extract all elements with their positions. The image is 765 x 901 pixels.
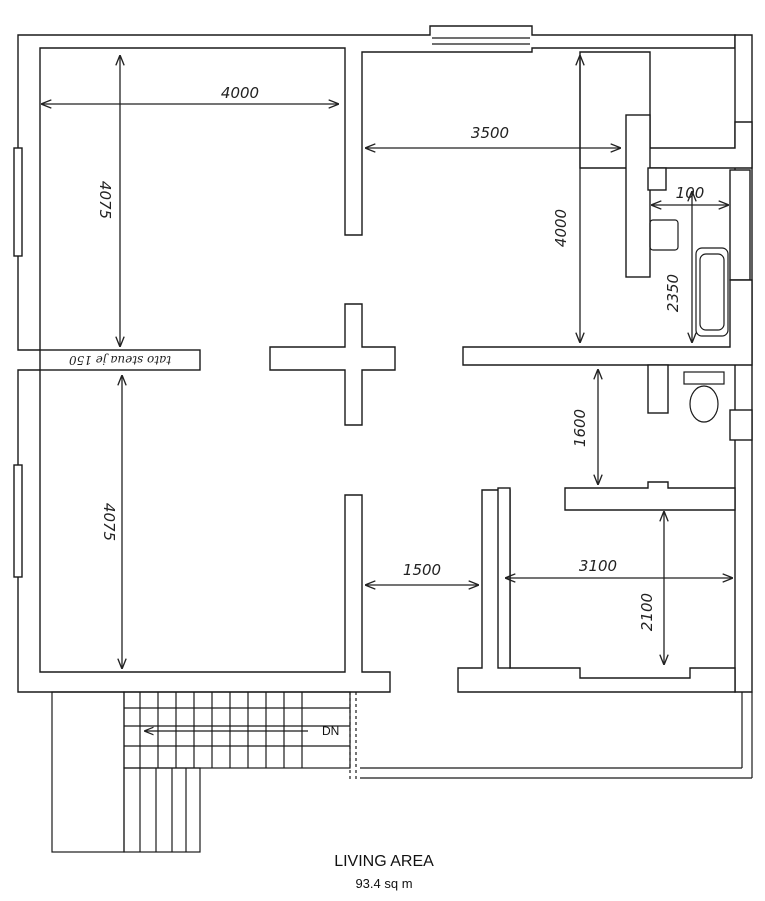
stair-label: DN — [322, 724, 339, 738]
dim-3100: 3100 — [579, 557, 617, 575]
dim-4000-right: 4000 — [552, 209, 570, 247]
toilet-tank-icon — [683, 371, 725, 385]
sink-icon — [649, 219, 679, 251]
dim-3500: 3500 — [471, 124, 509, 142]
plan-area: 93.4 sq m — [355, 876, 412, 891]
dim-100: 100 — [676, 184, 705, 202]
interior-walls — [269, 51, 753, 693]
toilet-bowl-icon — [689, 385, 719, 423]
bathtub-icon — [695, 247, 729, 337]
staircase: DN — [51, 691, 351, 853]
dim-4000-top: 4000 — [221, 84, 259, 102]
plan-title: LIVING AREA — [334, 853, 434, 870]
dim-4075-lower: 4075 — [100, 503, 118, 541]
dimension-lines — [42, 56, 732, 668]
window-top — [432, 37, 530, 45]
dim-1500: 1500 — [403, 561, 441, 579]
dim-1600: 1600 — [571, 409, 589, 447]
dim-4075-upper: 4075 — [96, 181, 114, 219]
dimension-labels: 4000 4075 3500 4000 100 2350 1600 4075 1… — [96, 84, 704, 631]
wall-note: tato steua je 150 — [39, 349, 201, 371]
dim-2350: 2350 — [664, 274, 682, 312]
plan-caption: LIVING AREA 93.4 sq m — [334, 853, 434, 891]
balcony — [349, 692, 753, 780]
dim-2100: 2100 — [638, 593, 656, 631]
wall-note-text: tato steua je 150 — [69, 353, 172, 367]
